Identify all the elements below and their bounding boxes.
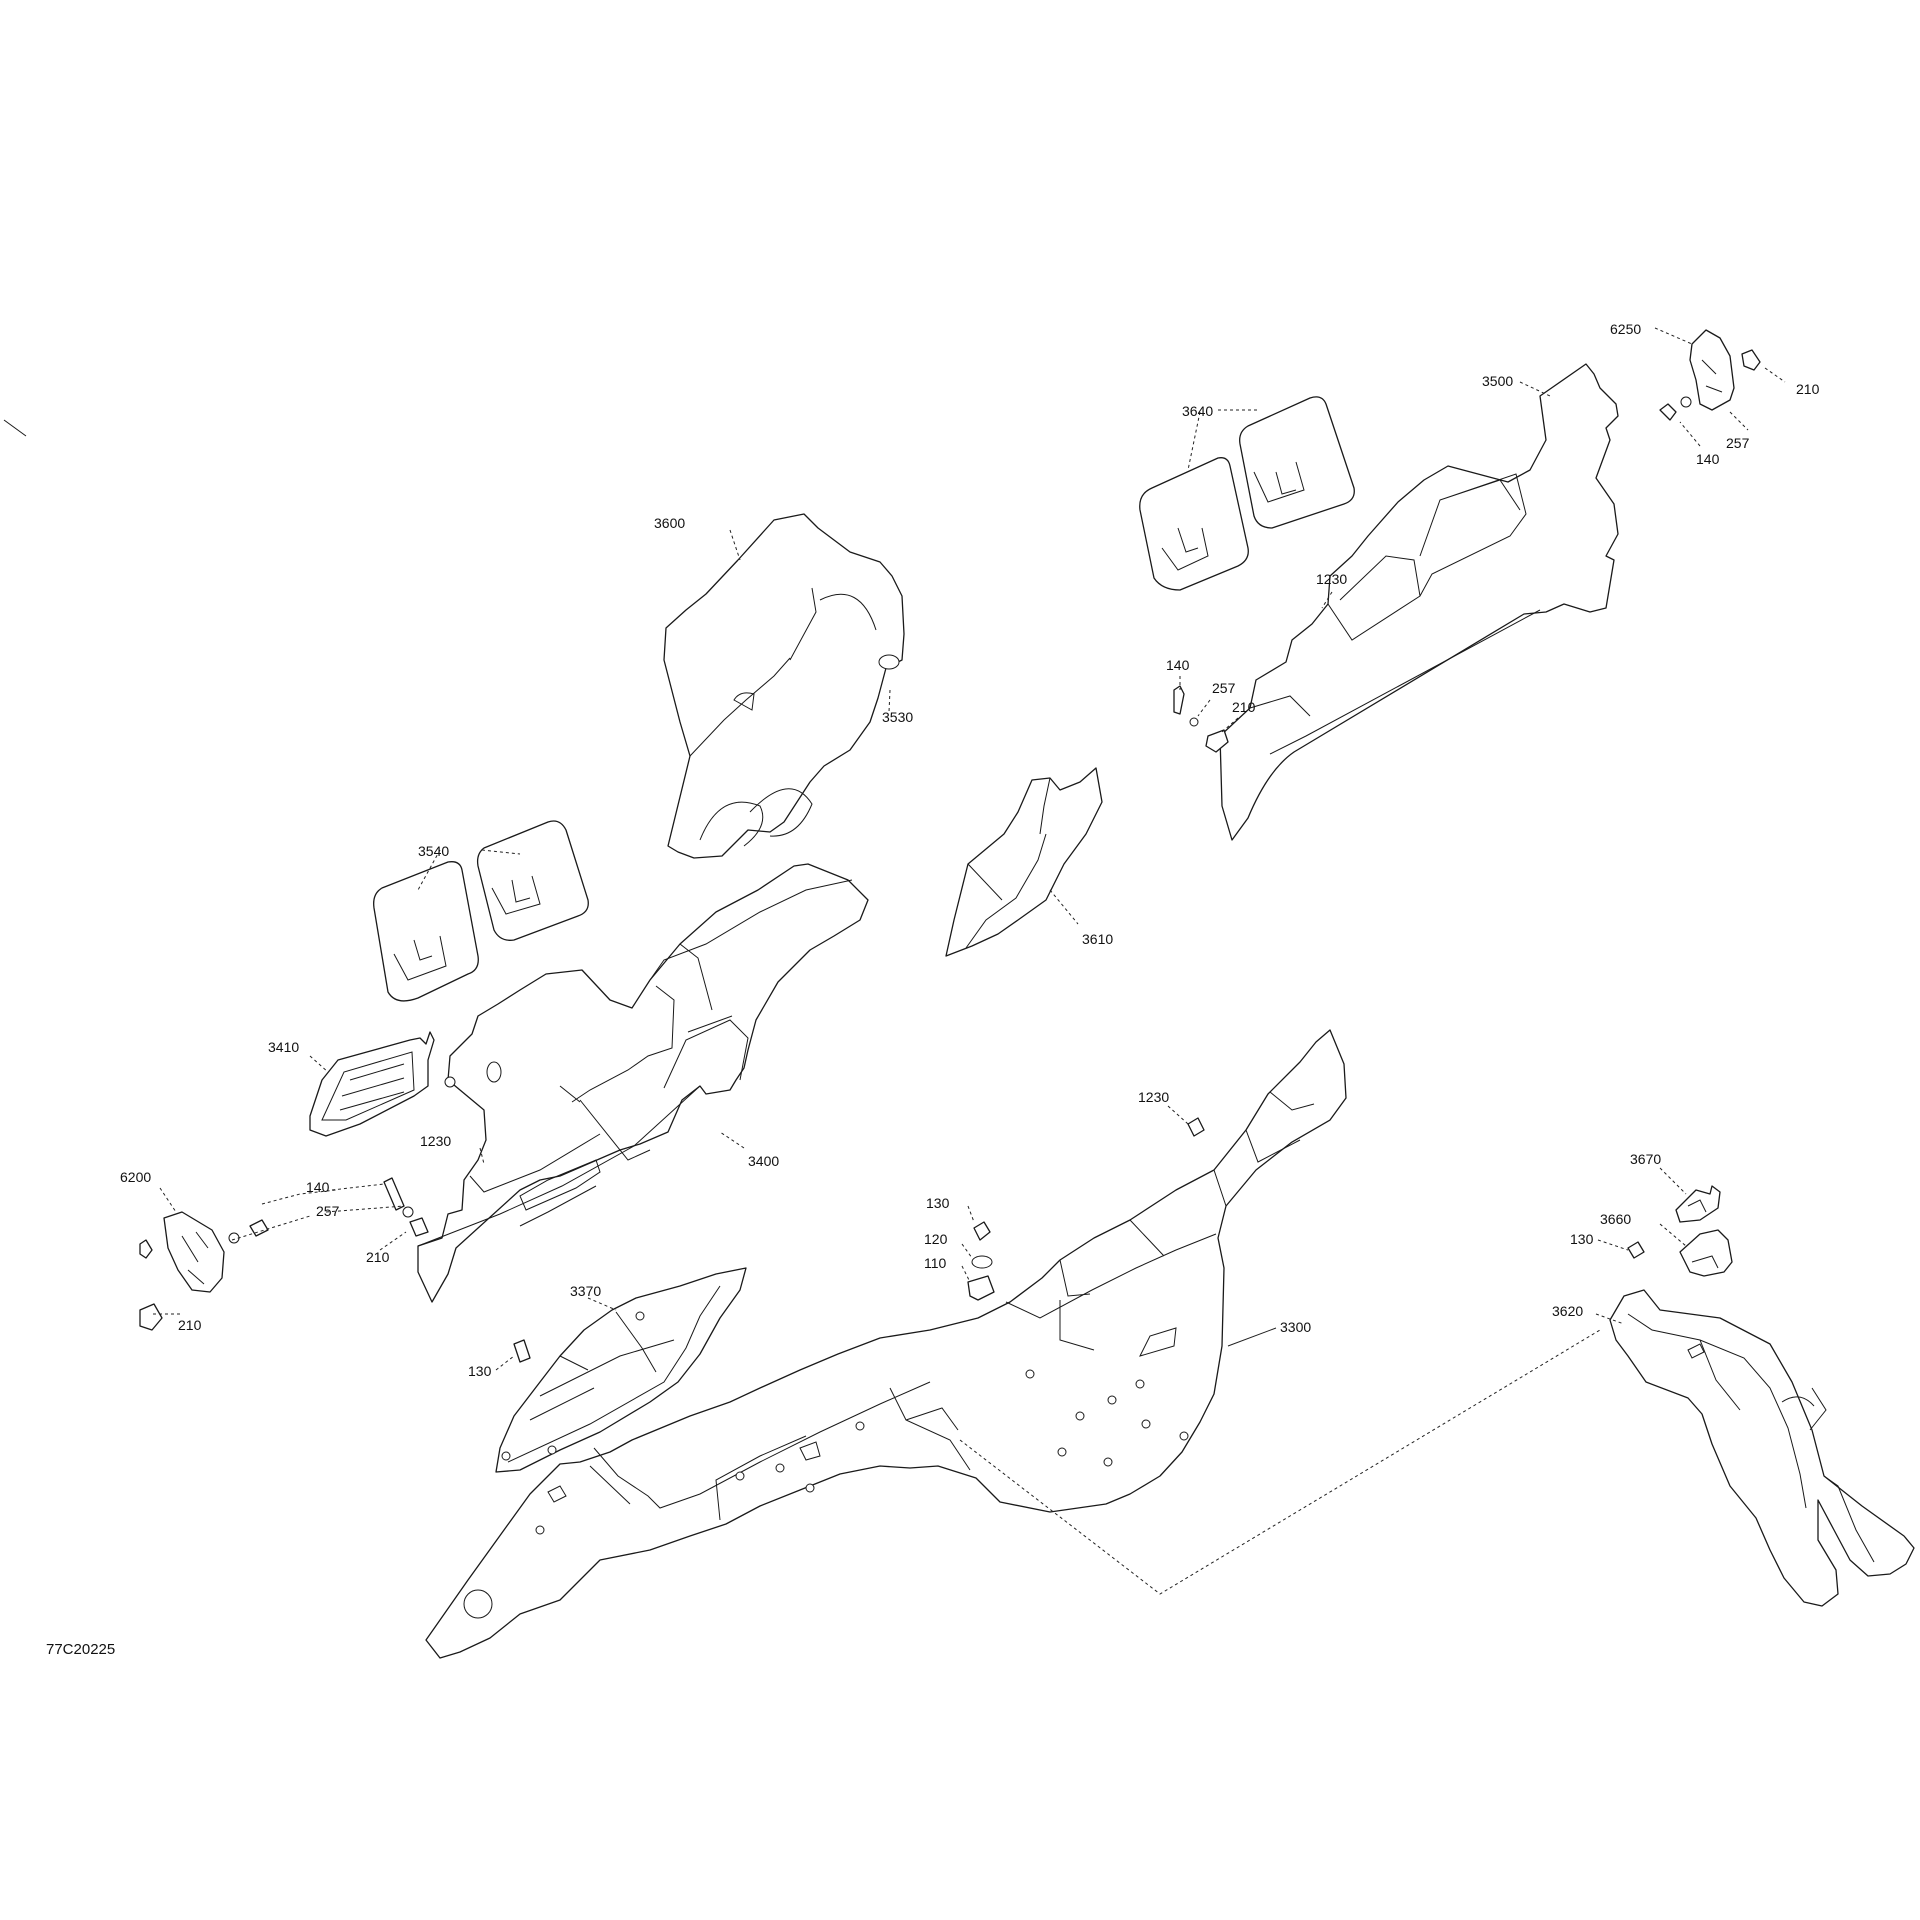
callout-3660: 3660 bbox=[1600, 1211, 1631, 1227]
callout-6200: 6200 bbox=[120, 1169, 151, 1185]
callout-257: 257 bbox=[1726, 435, 1750, 451]
callout-210: 210 bbox=[366, 1249, 390, 1265]
callout-210: 210 bbox=[1796, 381, 1820, 397]
fasteners-group-3500 bbox=[1173, 396, 1692, 753]
callout-3670: 3670 bbox=[1630, 1151, 1661, 1167]
callout-3540: 3540 bbox=[418, 843, 449, 859]
part-3640-duct-covers bbox=[1139, 396, 1355, 591]
part-3670-clip bbox=[1675, 1185, 1721, 1223]
part-3540-duct-covers bbox=[373, 820, 589, 1002]
callout-3640: 3640 bbox=[1182, 403, 1213, 419]
part-3500-panel bbox=[1219, 363, 1619, 841]
callout-6250: 6250 bbox=[1610, 321, 1641, 337]
callout-3610: 3610 bbox=[1082, 931, 1113, 947]
callout-140: 140 bbox=[1166, 657, 1190, 673]
part-3600-duct bbox=[663, 513, 905, 859]
part-3610-shield bbox=[945, 767, 1103, 957]
callout-1230: 1230 bbox=[420, 1133, 451, 1149]
part-6250-bracket bbox=[1689, 329, 1761, 411]
callout-3370: 3370 bbox=[570, 1283, 601, 1299]
callout-3600: 3600 bbox=[654, 515, 685, 531]
fasteners-group-center bbox=[967, 1117, 1205, 1301]
callout-3530: 3530 bbox=[882, 709, 913, 725]
callout-110: 110 bbox=[924, 1255, 947, 1271]
drawing-reference: 77C20225 bbox=[46, 1641, 115, 1658]
callout-3400: 3400 bbox=[748, 1153, 779, 1169]
callout-130: 130 bbox=[1570, 1231, 1594, 1247]
callout-1230: 1230 bbox=[1316, 571, 1347, 587]
part-3370-cover bbox=[495, 1267, 747, 1473]
part-3660-clip bbox=[1627, 1229, 1733, 1277]
callout-130: 130 bbox=[926, 1195, 950, 1211]
part-3400-housing bbox=[417, 863, 869, 1303]
callout-3300: 3300 bbox=[1280, 1319, 1311, 1335]
callout-257: 257 bbox=[1212, 680, 1236, 696]
part-3410-grille bbox=[309, 1031, 435, 1137]
leader-lines bbox=[152, 327, 1786, 1595]
callout-labels: 3640 3500 6250 210 257 140 1230 140 257 … bbox=[120, 321, 1820, 1379]
callout-130: 130 bbox=[468, 1363, 492, 1379]
callout-3410: 3410 bbox=[268, 1039, 299, 1055]
callout-210: 210 bbox=[178, 1317, 202, 1333]
callout-140: 140 bbox=[1696, 451, 1720, 467]
callout-3620: 3620 bbox=[1552, 1303, 1583, 1319]
callout-120: 120 bbox=[924, 1231, 948, 1247]
part-3620-bracket bbox=[1609, 1289, 1915, 1607]
callout-210: 210 bbox=[1232, 699, 1256, 715]
stray-mark bbox=[3, 419, 27, 437]
callout-140: 140 bbox=[306, 1179, 330, 1195]
callout-257: 257 bbox=[316, 1203, 340, 1219]
part-3300-floor-pan bbox=[425, 1029, 1347, 1659]
callout-3500: 3500 bbox=[1482, 373, 1513, 389]
callout-1230: 1230 bbox=[1138, 1089, 1169, 1105]
